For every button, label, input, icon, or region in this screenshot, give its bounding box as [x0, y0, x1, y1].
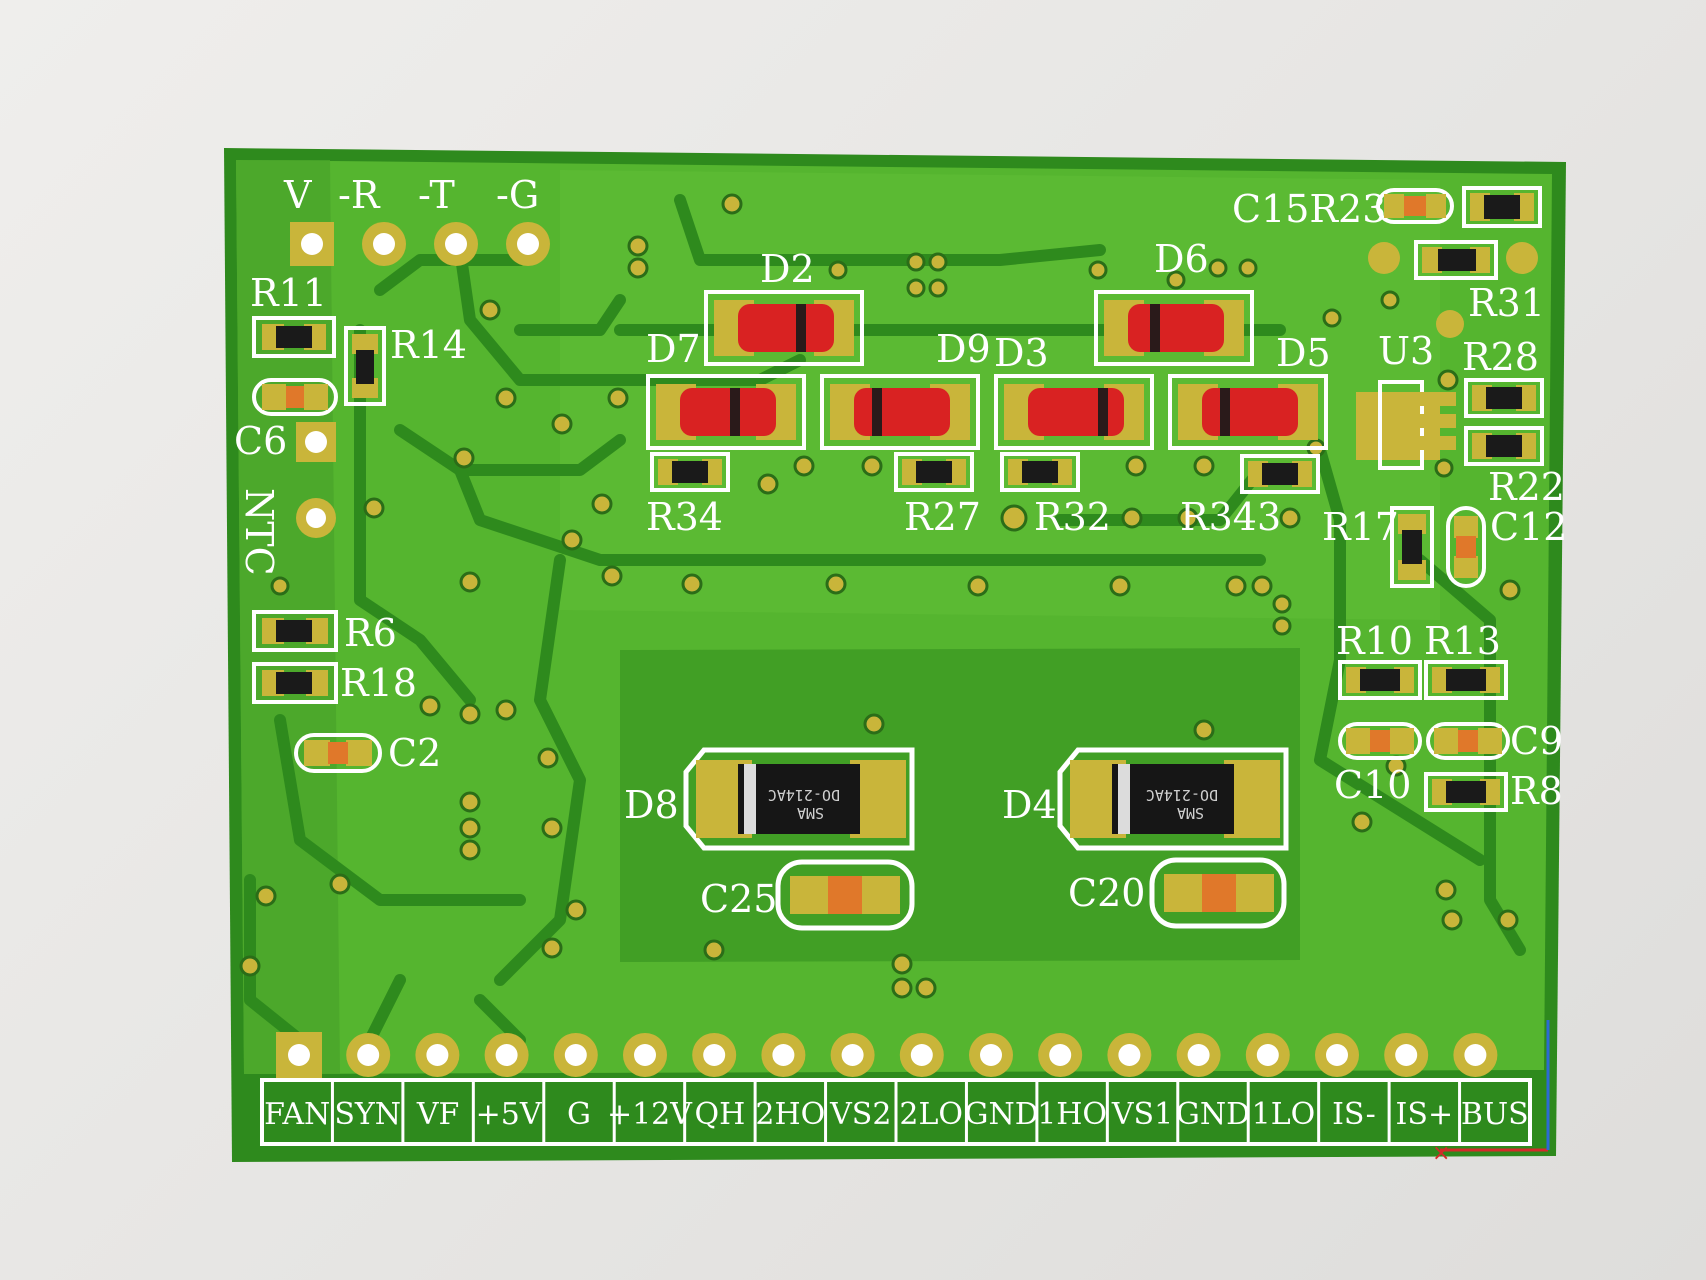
- d4-marking-1: DO-214AC: [1146, 786, 1218, 804]
- traces: [244, 194, 1526, 1046]
- pin-label: IS+: [1396, 1097, 1454, 1132]
- power-components: DO-214AC SMA D8 DO-214AC SMA D4 C25 C20: [624, 747, 1289, 931]
- pin-hole: [426, 1044, 449, 1066]
- label-r17: R17: [1322, 505, 1399, 549]
- label-r11: R11: [250, 271, 327, 315]
- pin-label: GND: [965, 1097, 1039, 1132]
- pin-label: +12V: [607, 1097, 693, 1132]
- d4-marking-2: SMA: [1177, 804, 1204, 822]
- header-top-label-v: V: [283, 173, 312, 217]
- label-r6: R6: [344, 611, 397, 655]
- pin-label: IS-: [1332, 1097, 1376, 1132]
- label-r18: R18: [340, 661, 417, 705]
- pin-label: 1LO: [1252, 1097, 1316, 1132]
- pin-label: VF: [416, 1097, 459, 1132]
- pin-hole: [495, 1044, 518, 1066]
- header-top-label-r: -R: [338, 173, 381, 217]
- pin-hole: [357, 1044, 380, 1066]
- svg-text:×: ×: [1432, 1141, 1450, 1166]
- origin-marker: ×: [1432, 1020, 1550, 1166]
- pin-label: 1HO: [1037, 1097, 1107, 1132]
- pin-hole: [564, 1044, 587, 1066]
- pin-hole: [1464, 1044, 1487, 1066]
- pin-hole: [301, 233, 323, 255]
- pin-label: +5V: [476, 1097, 543, 1132]
- header-top-label-g: -G: [496, 173, 539, 217]
- vias: [239, 193, 1521, 999]
- pin-hole: [1395, 1044, 1418, 1066]
- pin-hole: [1256, 1044, 1279, 1066]
- pin-hole: [772, 1044, 795, 1066]
- pin-hole: [841, 1044, 864, 1066]
- pin-hole: [1049, 1044, 1072, 1066]
- copper-pour-top-light: [560, 170, 1440, 620]
- pin-label: SYN: [334, 1097, 401, 1132]
- pin-hole: [703, 1044, 726, 1066]
- label-c25: C25: [700, 877, 777, 921]
- d8-marking-2: SMA: [797, 804, 824, 822]
- label-d6: D6: [1154, 237, 1209, 281]
- label-r31: R31: [1468, 281, 1545, 325]
- label-c6: C6: [234, 419, 287, 463]
- pin-label: FAN: [264, 1097, 330, 1132]
- label-r27: R27: [904, 495, 981, 539]
- d8-marking-1: DO-214AC: [768, 786, 840, 804]
- pin-pads: [346, 1033, 1498, 1077]
- pin-label: 2HO: [755, 1097, 825, 1132]
- header-top-label-t: -T: [418, 173, 455, 217]
- label-c2: C2: [388, 731, 441, 775]
- label-c9: C9: [1510, 719, 1563, 763]
- right-components: C15R23 R31 U3 R28 R22 R17 C12 R10 R13 C1…: [1232, 186, 1567, 813]
- pin-hole: [634, 1044, 656, 1066]
- label-c15r23: C15R23: [1232, 187, 1386, 231]
- label-d9: D9: [936, 327, 991, 371]
- pin-hole: [980, 1044, 1002, 1066]
- pin-label: GND: [1176, 1097, 1250, 1132]
- label-d4: D4: [1002, 783, 1057, 827]
- pin-hole: [910, 1044, 933, 1066]
- label-r28: R28: [1462, 335, 1539, 379]
- label-r343: R343: [1180, 495, 1281, 539]
- pin-hole: [1187, 1044, 1210, 1066]
- pin-label: VS2: [829, 1097, 891, 1132]
- pin-label: VS1: [1111, 1097, 1173, 1132]
- header-top: V -R -T -G: [283, 173, 550, 266]
- label-d8: D8: [624, 783, 679, 827]
- label-d7: D7: [646, 327, 701, 371]
- label-d5: D5: [1276, 331, 1331, 375]
- label-d2: D2: [760, 247, 815, 291]
- pin-label: 2LO: [899, 1097, 963, 1132]
- label-d3: D3: [994, 331, 1049, 375]
- label-r34: R34: [646, 495, 723, 539]
- label-r22: R22: [1488, 465, 1565, 509]
- label-u3: U3: [1378, 329, 1434, 373]
- diode-row: D2 D6 D7 D9 D3 D5 R34 R27 R32 R343: [646, 237, 1331, 539]
- label-c12: C12: [1490, 505, 1567, 549]
- label-r10: R10: [1336, 619, 1413, 663]
- label-r13: R13: [1424, 619, 1501, 663]
- pin-hole: [1118, 1044, 1141, 1066]
- pin-label: BUS: [1461, 1097, 1529, 1132]
- pin-label: G: [567, 1097, 591, 1132]
- label-r14: R14: [390, 323, 467, 367]
- label-r8: R8: [1510, 769, 1563, 813]
- left-components: R11 R14 C6 NTC R6 R18 C2: [234, 271, 467, 775]
- pin-label: QH: [695, 1097, 746, 1132]
- label-c20: C20: [1068, 871, 1145, 915]
- pin-hole: [1326, 1044, 1348, 1066]
- label-r32: R32: [1034, 495, 1111, 539]
- label-ntc: NTC: [237, 488, 281, 576]
- label-c10: C10: [1334, 763, 1411, 807]
